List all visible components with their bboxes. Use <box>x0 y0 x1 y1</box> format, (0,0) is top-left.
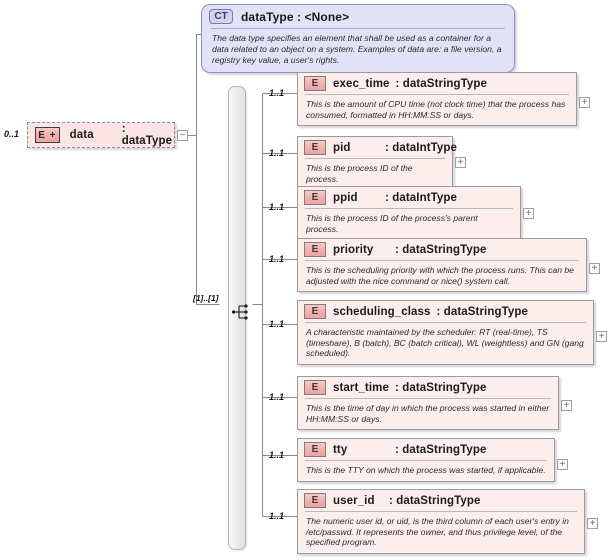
cardinality-tty: 1..1 <box>269 450 285 460</box>
element-name: exec_time <box>333 77 390 90</box>
element-data-type: : dataType <box>121 123 173 147</box>
element-exec-time[interactable]: E exec_time : dataStringType This is the… <box>297 72 577 127</box>
element-icon: E <box>304 304 326 319</box>
complextype-header: CT dataType : <None> <box>202 5 514 28</box>
expand-toggle-user-id[interactable]: + <box>587 518 598 529</box>
cardinality-exec-time: 1..1 <box>269 88 285 98</box>
element-type: : dataStringType <box>436 305 528 318</box>
divider <box>211 28 505 29</box>
element-pid[interactable]: E pid : dataIntType This is the process … <box>297 136 457 191</box>
divider <box>305 511 577 512</box>
element-name: priority <box>333 243 374 256</box>
expand-toggle-tty[interactable]: + <box>557 459 568 470</box>
complextype-documentation: The data type specifies an element that … <box>212 33 502 65</box>
element-start-time[interactable]: E start_time : dataStringType This is th… <box>297 376 559 431</box>
element-name: user_id <box>333 494 375 507</box>
divider <box>305 260 579 261</box>
divider <box>305 460 547 461</box>
element-data[interactable]: E + data : dataType <box>27 122 175 148</box>
element-type: : dataStringType <box>395 77 488 90</box>
element-icon: E <box>304 242 326 257</box>
divider <box>305 208 513 209</box>
element-header: E tty : dataStringType <box>298 439 554 460</box>
element-documentation: A characteristic maintained by the sched… <box>306 327 584 359</box>
expand-toggle-scheduling-class[interactable]: + <box>596 331 607 342</box>
element-type: : dataStringType <box>395 443 487 456</box>
cardinality-ppid: 1..1 <box>269 202 285 212</box>
element-name: start_time <box>333 381 389 394</box>
sequence-icon <box>232 304 248 320</box>
element-header: E ppid : dataIntType <box>298 187 520 208</box>
divider <box>305 398 551 399</box>
complextype-icon: CT <box>209 9 233 24</box>
divider <box>305 94 569 95</box>
element-plus-icon: E + <box>35 127 60 143</box>
collapse-toggle-data[interactable]: − <box>177 130 188 141</box>
element-documentation: This is the process ID of the process's … <box>306 213 478 234</box>
complextype-title: dataType : <None> <box>241 9 350 24</box>
element-type: : dataStringType <box>395 243 487 256</box>
element-header: E user_id : dataStringType <box>298 490 584 511</box>
element-type: : dataIntType <box>385 141 458 154</box>
element-documentation: This is the TTY on which the process was… <box>306 465 546 475</box>
element-documentation: This is the scheduling priority with whi… <box>306 265 574 286</box>
element-header: E priority : dataStringType <box>298 239 586 260</box>
element-tty[interactable]: E tty : dataStringType This is the TTY o… <box>297 438 555 482</box>
divider <box>305 158 445 159</box>
cardinality-user-id: 1..1 <box>269 511 285 521</box>
element-user-id[interactable]: E user_id : dataStringType The numeric u… <box>297 489 585 554</box>
expand-toggle-priority[interactable]: + <box>589 263 600 274</box>
element-icon: E <box>304 442 326 457</box>
element-icon: E <box>304 140 326 155</box>
element-header: E start_time : dataStringType <box>298 377 558 398</box>
element-priority[interactable]: E priority : dataStringType This is the … <box>297 238 587 293</box>
element-documentation: This is the amount of CPU time (not cloc… <box>306 99 566 120</box>
data-cardinality: 0..1 <box>4 129 20 139</box>
element-header: E exec_time : dataStringType <box>298 73 576 94</box>
element-documentation: This is the time of day in which the pro… <box>306 403 550 424</box>
expand-toggle-ppid[interactable]: + <box>523 208 534 219</box>
element-scheduling-class[interactable]: E scheduling_class : dataStringType A ch… <box>297 300 594 365</box>
element-icon: E <box>304 190 326 205</box>
expand-toggle-exec-time[interactable]: + <box>579 97 590 108</box>
element-name: pid <box>333 141 351 154</box>
cardinality-start-time: 1..1 <box>269 392 285 402</box>
element-type: : dataIntType <box>385 191 458 204</box>
element-type: : dataStringType <box>389 494 481 507</box>
element-icon: E <box>304 76 326 91</box>
divider <box>305 322 586 323</box>
element-documentation: This is the process ID of the process. <box>306 163 413 184</box>
sequence-cardinality: [1]..[1] <box>193 293 219 303</box>
element-header: E scheduling_class : dataStringType <box>298 301 593 322</box>
element-header: E pid : dataIntType <box>298 137 457 158</box>
cardinality-pid: 1..1 <box>269 148 285 158</box>
expand-toggle-start-time[interactable]: + <box>561 400 572 411</box>
element-icon: E <box>304 493 326 508</box>
element-type: : dataStringType <box>394 381 487 394</box>
cardinality-scheduling-class: 1..1 <box>269 319 285 329</box>
element-documentation: The numeric user id, or uid, is the thir… <box>306 516 569 548</box>
element-name: scheduling_class <box>333 305 431 318</box>
element-data-name: data <box>69 129 94 141</box>
element-icon: E <box>304 380 326 395</box>
element-name: tty <box>333 443 348 456</box>
expand-toggle-pid[interactable]: + <box>455 157 466 168</box>
element-ppid[interactable]: E ppid : dataIntType This is the process… <box>297 186 521 241</box>
complextype-datatype[interactable]: CT dataType : <None> The data type speci… <box>201 4 515 73</box>
cardinality-priority: 1..1 <box>269 254 285 264</box>
element-name: ppid <box>333 191 358 204</box>
